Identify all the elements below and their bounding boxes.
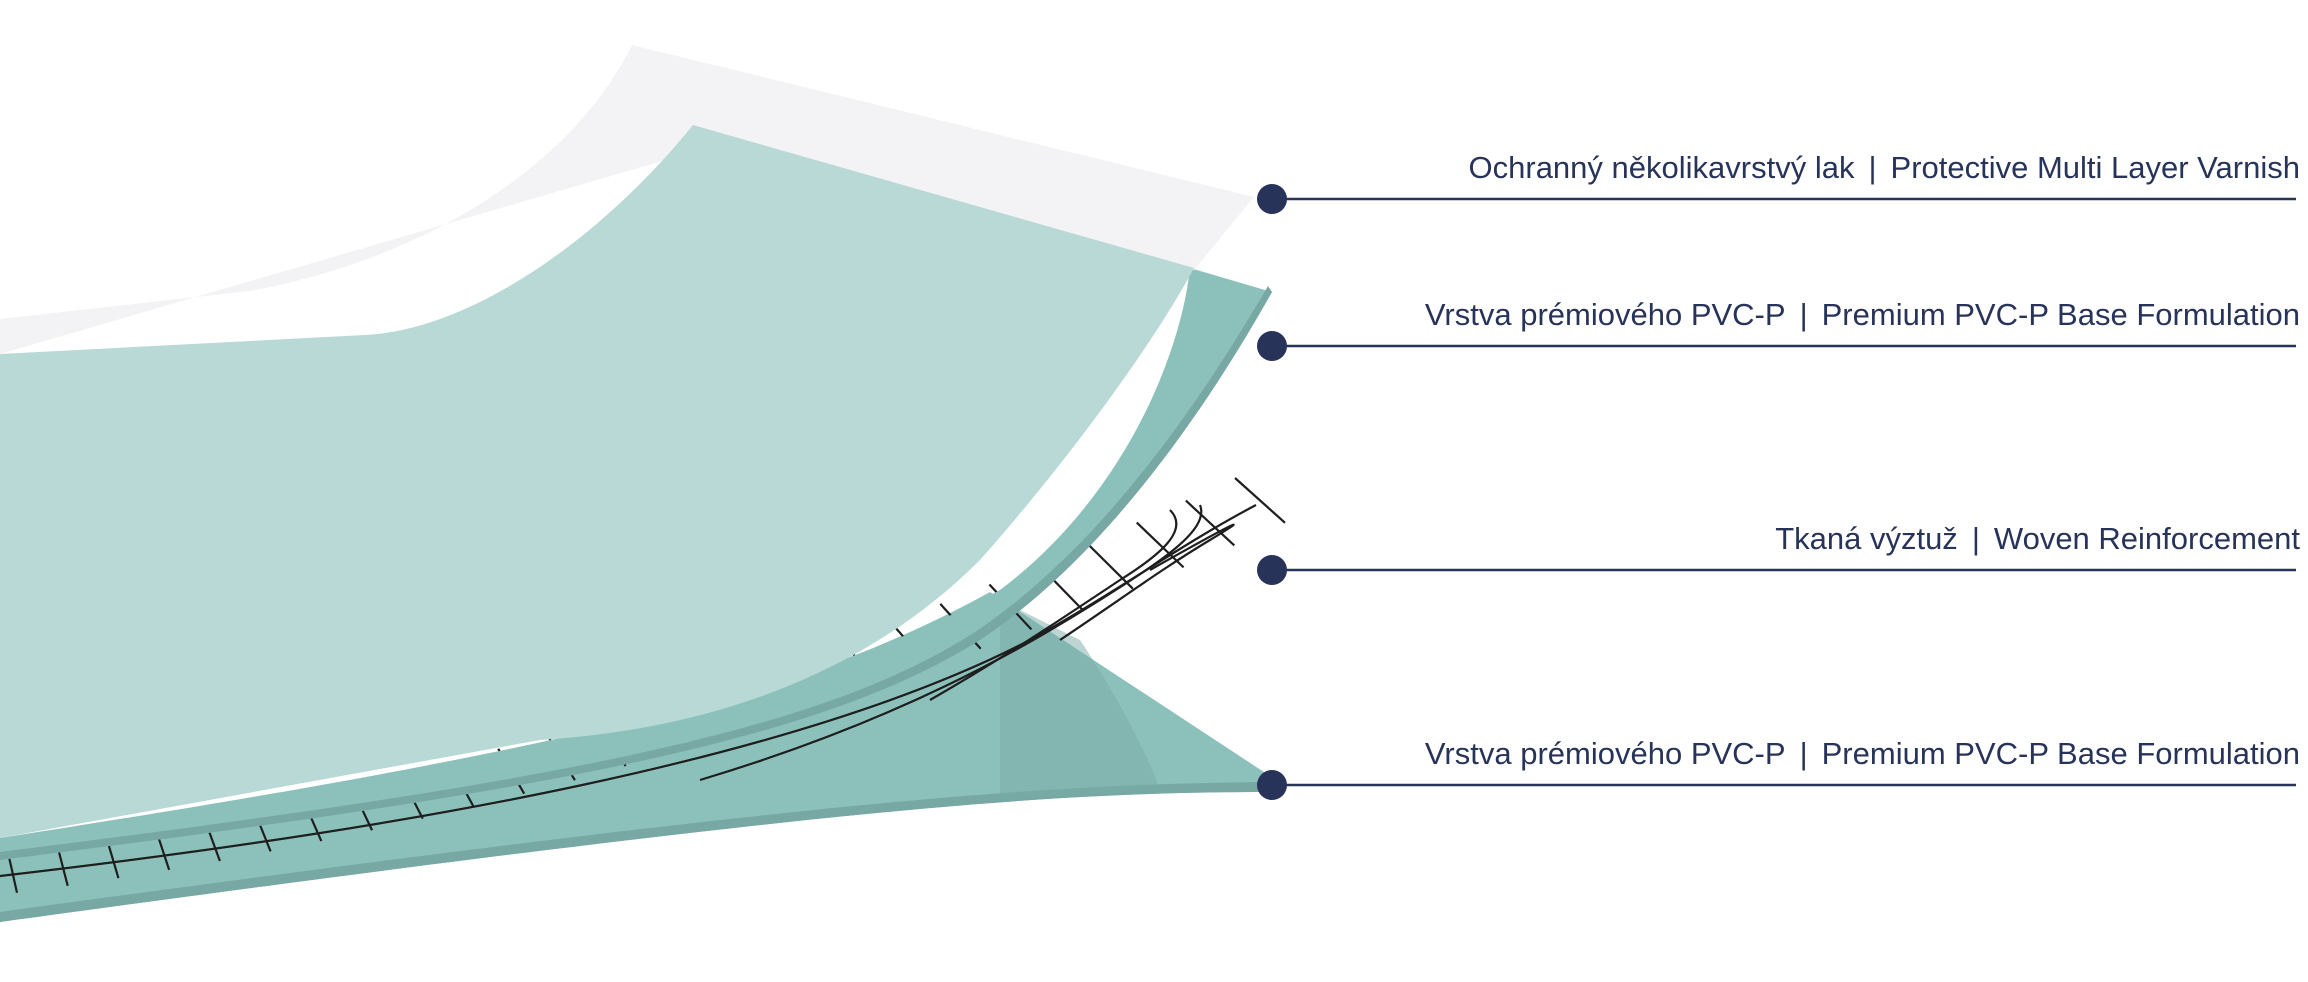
callout-dot-varnish bbox=[1257, 184, 1287, 214]
bottom-pvc-shadow bbox=[1000, 600, 1160, 800]
mesh-strand bbox=[1185, 499, 1236, 547]
label-pvc-top: Vrstva prémiového PVC-P|Premium PVC-P Ba… bbox=[1425, 297, 2300, 332]
label-pvc-bottom: Vrstva prémiového PVC-P|Premium PVC-P Ba… bbox=[1425, 736, 2300, 771]
varnish-layer bbox=[0, 45, 1254, 354]
callout-dot-pvc-bottom bbox=[1257, 770, 1287, 800]
callout-dot-pvc-top bbox=[1257, 331, 1287, 361]
mesh-strand bbox=[1086, 543, 1134, 590]
top-pvc-edge-band bbox=[0, 268, 1272, 860]
label-woven: Tkaná výztuž|Woven Reinforcement bbox=[1775, 521, 2300, 556]
callouts bbox=[1257, 184, 2296, 800]
mesh-strand bbox=[1135, 521, 1185, 569]
label-varnish: Ochranný několikavrstvý lak|Protective M… bbox=[1469, 150, 2300, 185]
callout-dot-mesh bbox=[1257, 555, 1287, 585]
top-pvc-layer bbox=[0, 125, 1194, 838]
mesh-strand bbox=[1234, 477, 1286, 524]
